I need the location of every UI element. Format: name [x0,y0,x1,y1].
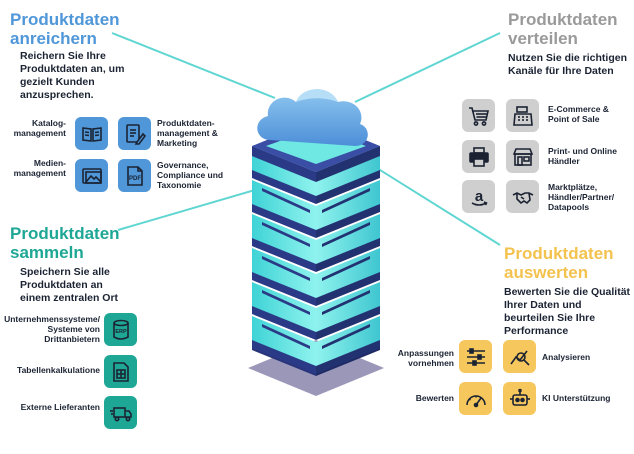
distribute-description: Nutzen Sie die richtigen Kanäle für Ihre… [508,52,628,77]
enrich-title-line2: anreichern [10,29,97,48]
collect-title: Produktdaten sammeln [10,224,120,262]
handshake-icon [512,191,533,204]
spreadsheet-icon [112,361,129,382]
server-layer-band-left [252,204,316,238]
robot-tile [503,382,536,415]
server-slot-right [322,256,370,281]
server-layer-band-left [252,272,316,306]
enrich-title-line1: Produktdaten [10,10,120,29]
collect-title-line1: Produktdaten [10,224,120,243]
image-icon [81,167,102,184]
server-slot-right [322,290,370,315]
amazon-tile: a [462,180,495,213]
server-slot-left [262,188,310,213]
server-slot-left [262,222,310,247]
gauge-tile [459,382,492,415]
server-layer-band-left [252,340,316,374]
enrich-item-label-governance: Governance, Compliance und Taxonomie [157,160,224,190]
server-stack [252,120,380,376]
server-slot-left [262,324,310,349]
book-icon [81,126,102,142]
handshake-tile [506,180,539,213]
evaluate-description: Bewerten Sie die Qualität Ihrer Daten un… [504,286,631,337]
store-icon [512,147,533,166]
enrich-item-label-catalog: Katalog-management [13,118,66,138]
erp-tile: ERP [104,313,137,346]
connector-lines [111,32,501,246]
catalog-management-tile [75,117,108,150]
enrich-description: Reichern Sie Ihre Produktdaten an, um ge… [20,50,125,101]
server-layer-band-right [316,238,380,272]
server-layer-band-right [316,170,380,204]
spreadsheet-tile [104,355,137,388]
distribute-title-line2: verteilen [508,29,578,48]
collect-description: Speichern Sie alle Produktdaten an einem… [20,266,119,304]
robot-icon [509,388,530,406]
evaluate-title-line2: auswerten [504,263,589,282]
distribute-item-label-ecommerce: E-Commerce & Point of Sale [548,104,609,124]
server-top-left [252,146,316,182]
cart-tile [462,99,495,132]
distribute-item-label-marketplaces: Marktplätze, Händler/Partner/ Datapools [548,182,615,212]
collect-item-label-spreadsheet: Tabellenkalkulatione [17,365,100,375]
server-layer-band-right [316,272,380,306]
truck-tile [104,396,137,429]
distribute-title: Produktdaten verteilen [508,10,618,48]
cloud-icon [257,89,368,146]
server-layer-band-left [252,306,316,340]
server-layer-band-left [252,170,316,204]
server-slot-left [262,290,310,315]
server-slot-right [322,188,370,213]
evaluate-item-label-adjust: Anpassungen vornehmen [397,348,454,368]
media-management-tile [75,159,108,192]
server-layer-band-right [316,306,380,340]
evaluate-item-label-analyze: Analysieren [542,352,591,362]
collect-item-label-systems: Unternehmenssysteme/ Systeme von Drittan… [4,314,100,344]
distribute-title-line1: Produktdaten [508,10,618,29]
analytics-tile [503,340,536,373]
server-layer-band-right [316,204,380,238]
enrich-item-label-pdm: Produktdaten-management & Marketing [157,118,218,148]
erp-icon-text: ERP [115,329,127,335]
printer-tile [462,140,495,173]
erp-icon: ERP [112,319,129,340]
evaluate-title-line1: Produktdaten [504,244,614,263]
sliders-tile [459,340,492,373]
server-layer-band-left [252,238,316,272]
distribute-item-label-print: Print- und Online Händler [548,146,617,166]
amazon-icon: a [471,188,488,206]
document-pencil-icon [125,123,146,145]
server-slot-left [262,256,310,281]
collect-title-line2: sammeln [10,243,84,262]
enrich-title: Produktdaten anreichern [10,10,120,48]
pdf-icon: PDF [126,165,143,186]
server-slot-right [322,324,370,349]
analytics-icon [509,350,530,366]
evaluate-title: Produktdaten auswerten [504,244,614,282]
printer-icon [468,146,489,167]
governance-tile: PDF [118,159,151,192]
server-slot-right [322,222,370,247]
cash-register-icon [512,105,533,126]
evaluate-item-label-rate: Bewerten [415,393,454,403]
truck-icon [109,406,132,421]
svg-text:PDF: PDF [129,176,141,182]
product-data-management-tile [118,117,151,150]
sliders-icon [466,347,485,366]
cart-icon [468,106,489,126]
gauge-icon [465,394,486,407]
server-top-right [316,146,380,182]
collect-item-label-suppliers: Externe Lieferanten [20,402,100,412]
register-tile [506,99,539,132]
store-tile [506,140,539,173]
evaluate-item-label-ai: KI Unterstützung [542,393,611,403]
enrich-item-label-media: Medien-management [13,158,66,178]
svg-text:a: a [474,188,483,205]
server-layer-band-right [316,340,380,374]
